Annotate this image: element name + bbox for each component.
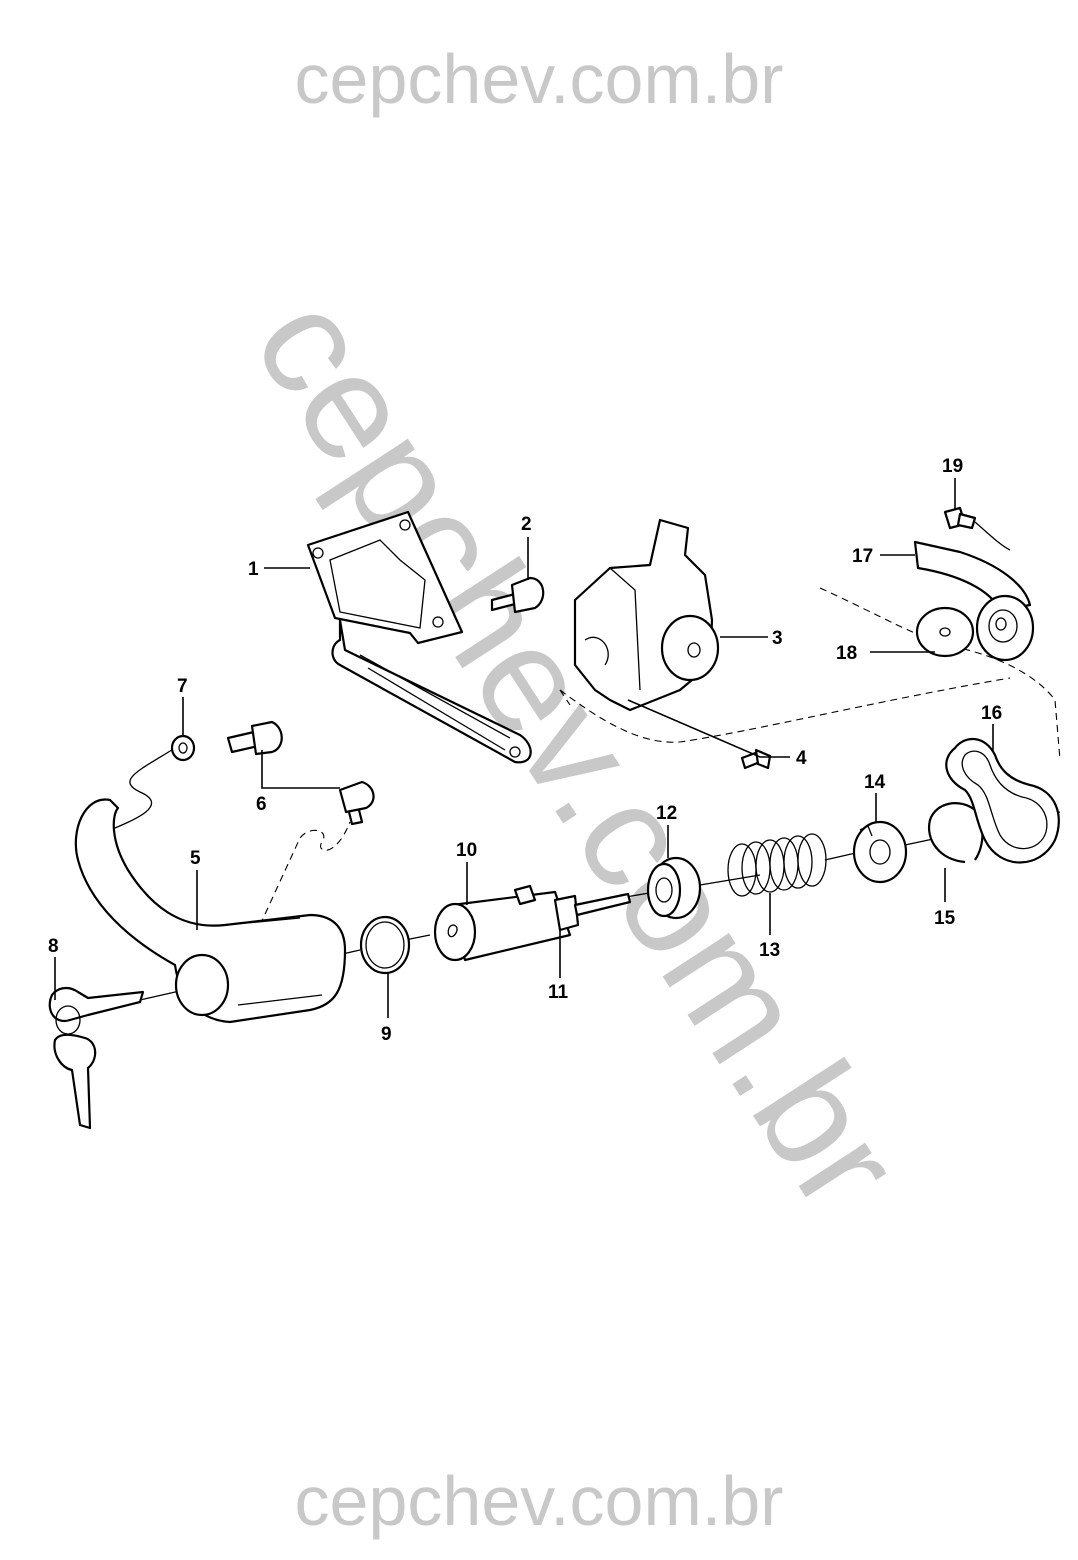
- leader-4: [627, 699, 790, 758]
- callout-2: 2: [521, 514, 532, 535]
- callout-9: 9: [381, 1024, 392, 1045]
- bolt-part: [490, 576, 545, 614]
- disc-washer-part: [915, 606, 975, 658]
- bushing-part: [646, 856, 702, 920]
- cam-part: [852, 820, 908, 884]
- screw-part: [740, 748, 772, 770]
- o-ring-part: [359, 915, 411, 975]
- small-bolt-part: [943, 506, 1011, 551]
- assembly-outline: [559, 587, 1061, 761]
- spring-part: [727, 833, 827, 897]
- callout-1: 1: [248, 559, 259, 580]
- callout-3: 3: [772, 628, 783, 649]
- bracket-plate-part: [306, 510, 532, 764]
- assembly-outline-left: [559, 689, 571, 706]
- washer-part: [170, 734, 196, 762]
- lock-cylinder-part: [433, 884, 632, 962]
- guide-squiggle: [109, 747, 176, 831]
- callout-16: 16: [981, 703, 1002, 724]
- watermark-diagonal: cepchev.com.br: [223, 267, 934, 1237]
- callout-11: 11: [548, 982, 569, 1003]
- screws-pair-part: [226, 720, 375, 826]
- lock-mechanism-part: [573, 518, 720, 712]
- callout-10: 10: [456, 840, 477, 861]
- callout-8: 8: [48, 936, 59, 957]
- handle-part: [74, 798, 347, 1024]
- watermark-top: cepchev.com.br: [295, 40, 784, 118]
- callout-5: 5: [190, 848, 201, 869]
- callout-12: 12: [656, 803, 677, 824]
- watermark-bottom: cepchev.com.br: [295, 1462, 784, 1540]
- callout-7: 7: [177, 676, 188, 697]
- callout-17: 17: [852, 546, 873, 567]
- keys-part: [48, 986, 145, 1130]
- callout-18: 18: [836, 643, 857, 664]
- callout-6: 6: [256, 794, 267, 815]
- callout-15: 15: [934, 908, 956, 929]
- arm-roller-part: [913, 540, 1035, 662]
- callout-13: 13: [759, 940, 780, 961]
- leader-6: [261, 750, 340, 789]
- guide-squiggle-2: [259, 821, 351, 926]
- callout-4: 4: [796, 748, 807, 769]
- lever-plate-part: [945, 738, 1060, 864]
- callout-19: 19: [942, 456, 963, 477]
- callout-14: 14: [864, 772, 886, 793]
